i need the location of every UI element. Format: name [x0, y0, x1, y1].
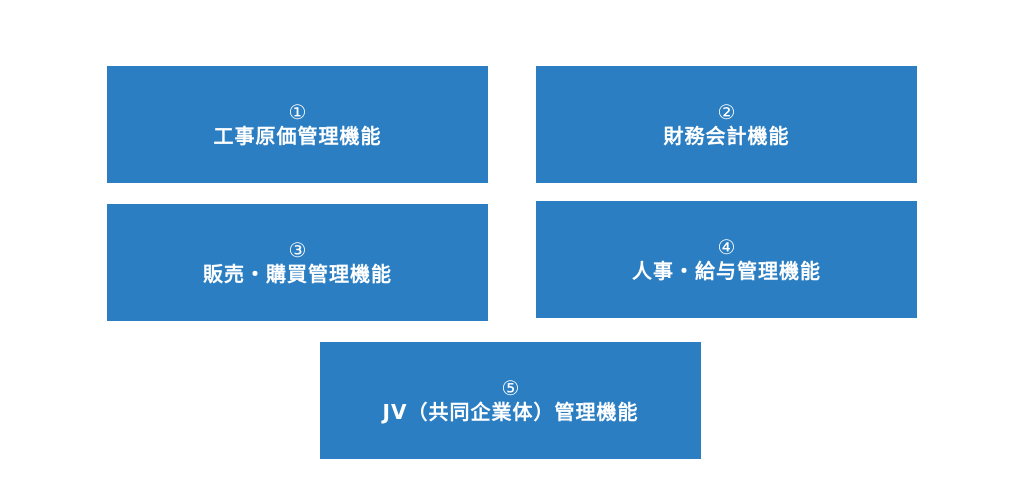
module-number: ⑤ — [501, 375, 520, 400]
module-box-jv-management: ⑤ JV（共同企業体）管理機能 — [320, 342, 701, 459]
module-number: ④ — [717, 234, 736, 259]
module-box-financial-accounting: ② 財務会計機能 — [536, 66, 917, 183]
module-number: ① — [288, 99, 307, 124]
module-label: 工事原価管理機能 — [213, 123, 382, 148]
module-label: 財務会計機能 — [663, 123, 790, 148]
module-label: JV（共同企業体）管理機能 — [382, 399, 639, 424]
module-box-sales-purchasing: ③ 販売・購買管理機能 — [107, 204, 488, 321]
module-box-cost-management: ① 工事原価管理機能 — [107, 66, 488, 183]
module-number: ② — [717, 99, 736, 124]
module-box-hr-payroll: ④ 人事・給与管理機能 — [536, 201, 917, 318]
module-label: 人事・給与管理機能 — [632, 258, 821, 283]
module-number: ③ — [288, 237, 307, 262]
module-label: 販売・購買管理機能 — [203, 261, 392, 286]
